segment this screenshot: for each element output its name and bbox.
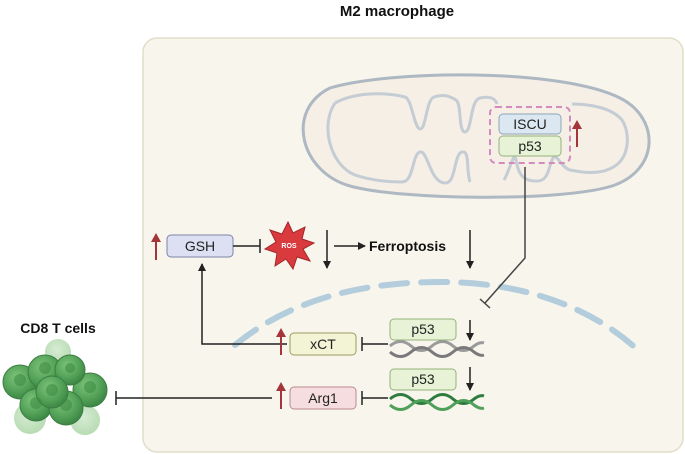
gsh-inhibits-ros (233, 239, 261, 253)
xct-upregulation-arrow (276, 328, 286, 355)
iscu-p53-complex-outline (489, 106, 571, 164)
gsh-upregulation-arrow (151, 233, 161, 260)
diagram-title: M2 macrophage (340, 3, 454, 20)
xct-to-gsh-arrow (198, 263, 287, 345)
gsh-label: GSH (185, 238, 215, 254)
mitochondrion-cristae (326, 92, 629, 185)
dna-strand-arg1 (389, 393, 485, 411)
p53-mito-box (498, 135, 562, 157)
arg1-upregulation-arrow (276, 382, 286, 409)
cd8-label: CD8 T cells (20, 320, 96, 336)
p53-mito-label: p53 (518, 138, 542, 154)
xct-box (289, 332, 357, 356)
p53-upper-box (389, 318, 457, 341)
iscu-upregulation-arrow (572, 120, 582, 147)
xct-label: xCT (310, 336, 336, 352)
ros-burst-icon (263, 220, 316, 271)
p53-lower-box (389, 368, 457, 391)
p53-lower-label: p53 (411, 371, 435, 387)
mitochondrion (301, 73, 651, 199)
p53-inhibits-arg1 (361, 391, 388, 405)
iscu-box (498, 113, 562, 135)
arg1-box (289, 386, 357, 410)
p53-inhibits-xct (361, 337, 388, 351)
dna-strand-xct (389, 340, 485, 358)
cd8-t-cell-cluster-icon (2, 339, 108, 435)
ros-label: ROS (281, 243, 297, 250)
arg1-label: Arg1 (308, 390, 338, 406)
p53-upper-label: p53 (411, 321, 435, 337)
p53-translocation-inhibition (479, 167, 526, 309)
nuclear-envelope (232, 278, 643, 355)
iscu-label: ISCU (513, 116, 546, 132)
ferroptosis-label: Ferroptosis (369, 238, 446, 254)
